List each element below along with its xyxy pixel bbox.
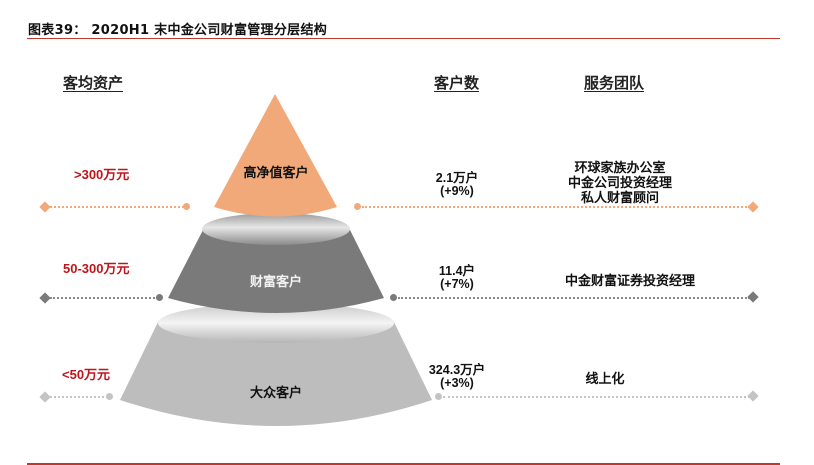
tier-hnw-team: 环球家族办公室 中金公司投资经理 私人财富顾问 xyxy=(540,161,700,206)
tier-wealth-shape xyxy=(168,213,384,313)
tier-wealth-label: 财富客户 xyxy=(249,275,302,290)
header-customer-count: 客户数 xyxy=(434,74,480,92)
tier-hnw-growth: (+9%) xyxy=(440,184,474,198)
team-line: 环球家族办公室 xyxy=(574,161,666,176)
team-line: 中金公司投资经理 xyxy=(567,176,672,191)
header-avg-assets: 客均资产 xyxy=(63,74,124,92)
dot-icon xyxy=(435,393,442,400)
tier-wealth-range: 50-300万元 xyxy=(63,261,130,276)
dot-icon xyxy=(183,203,190,210)
tier-hnw-label: 高净值客户 xyxy=(243,166,309,181)
tier-mass-range: <50万元 xyxy=(62,367,111,382)
tier-mass-shape xyxy=(120,303,432,426)
tier-wealth-team: 中金财富证券投资经理 xyxy=(540,274,720,289)
dot-icon xyxy=(354,203,361,210)
tier-mass-left-connector xyxy=(50,396,108,398)
tier-hnw-range: >300万元 xyxy=(74,167,130,182)
dot-icon xyxy=(390,294,397,301)
tier-wealth-right-connector xyxy=(398,297,750,299)
tier-mass-right-connector xyxy=(443,396,750,398)
tier-hnw-count-value: 2.1万户 xyxy=(435,171,479,185)
team-line: 中金财富证券投资经理 xyxy=(564,274,695,289)
dot-icon xyxy=(156,294,163,301)
tier-hnw-shape xyxy=(214,94,337,217)
tier-wealth-count: 11.4户 (+7%) xyxy=(422,265,492,291)
header-service-team: 服务团队 xyxy=(584,74,645,92)
tier-mass-count: 324.3万户 (+3%) xyxy=(420,364,494,390)
figure-title: 图表39： 2020H1 末中金公司财富管理分层结构 xyxy=(28,23,328,38)
title-divider xyxy=(27,38,780,39)
team-line: 线上化 xyxy=(585,372,625,387)
team-line: 私人财富顾问 xyxy=(580,191,659,206)
tier-wealth-growth: (+7%) xyxy=(440,277,474,291)
tier-hnw-right-connector xyxy=(362,206,750,208)
tier-wealth-count-value: 11.4户 xyxy=(438,264,476,278)
dot-icon xyxy=(106,393,113,400)
tier-mass-team: 线上化 xyxy=(540,372,670,387)
tier-wealth-left-connector xyxy=(50,297,158,299)
tier-mass-count-value: 324.3万户 xyxy=(428,363,486,377)
tier-mass-label: 大众客户 xyxy=(249,386,302,401)
tier-mass-growth: (+3%) xyxy=(440,376,474,390)
tier-hnw-count: 2.1万户 (+9%) xyxy=(422,172,492,198)
bottom-divider xyxy=(27,463,780,465)
tier-hnw-left-connector xyxy=(50,206,184,208)
